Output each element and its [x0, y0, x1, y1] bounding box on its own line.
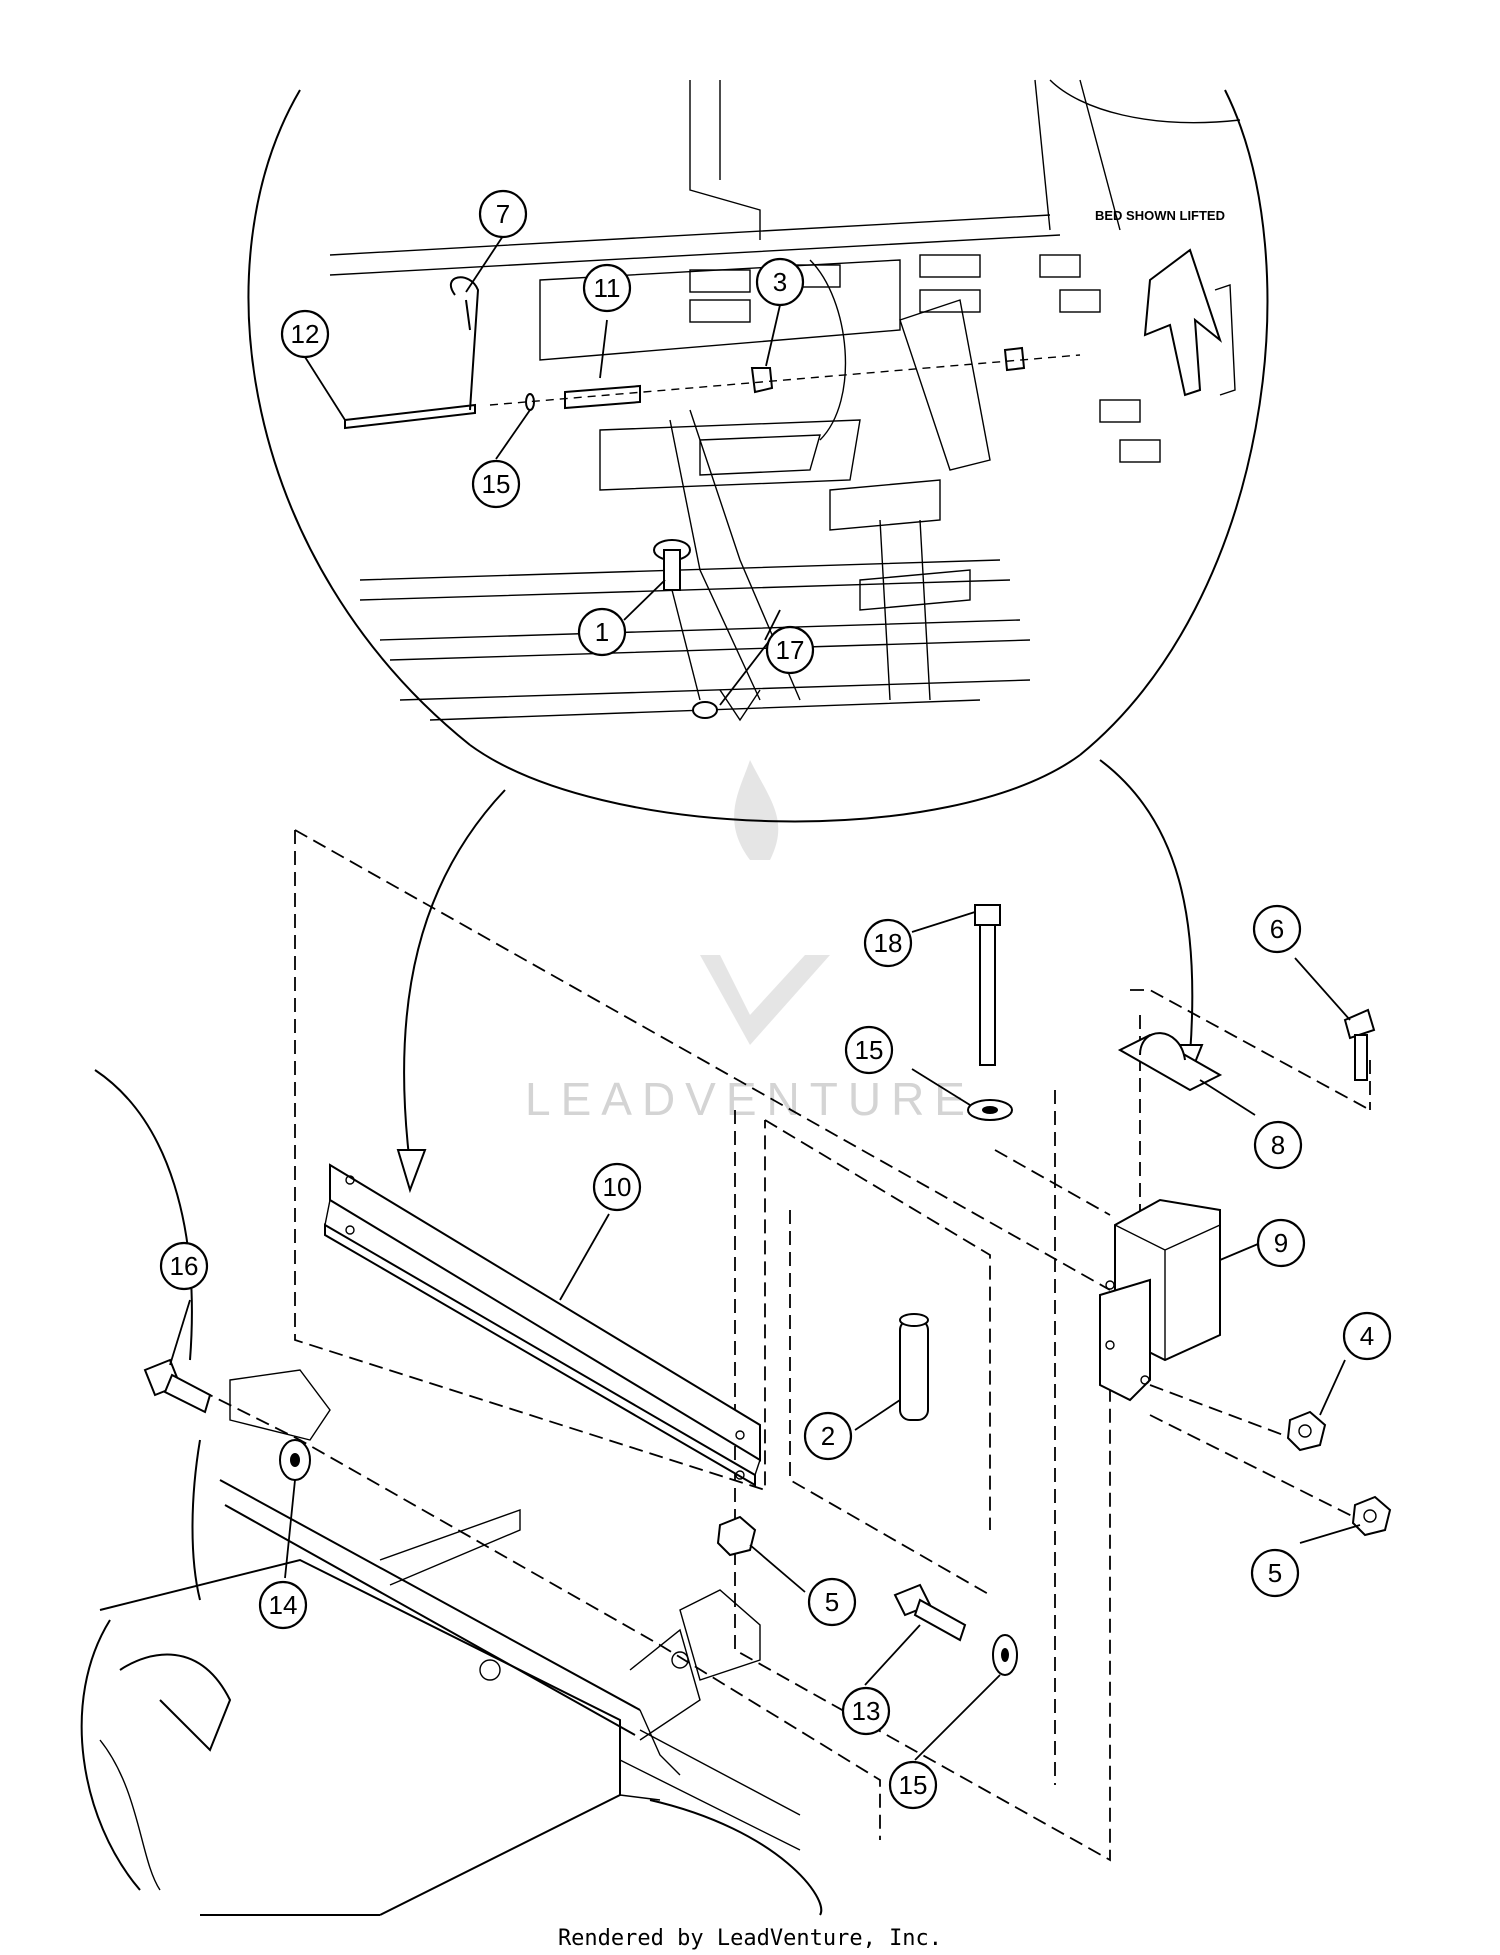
arrow-right-curve: [1099, 759, 1194, 1056]
svg-text:15: 15: [899, 1770, 928, 1800]
watermark-text: LEADVENTURE: [525, 1073, 975, 1125]
exploded-view: [80, 829, 1392, 1916]
svg-text:15: 15: [855, 1035, 884, 1065]
detail-circle-bottom-arc: [469, 744, 1081, 823]
svg-text:16: 16: [170, 1251, 199, 1281]
small-bolt-head: [1343, 1008, 1376, 1040]
callout-2: 2: [803, 1411, 853, 1461]
rod-part: [344, 403, 476, 430]
svg-text:18: 18: [874, 928, 903, 958]
channel-bracket-part: [329, 1163, 761, 1462]
bolt-16-shaft: [163, 1373, 212, 1414]
callout-7: 7: [478, 189, 528, 239]
callout-5-lower: 5: [807, 1577, 857, 1627]
svg-text:3: 3: [773, 267, 787, 297]
svg-text:12: 12: [291, 319, 320, 349]
svg-text:5: 5: [825, 1587, 839, 1617]
footer-credit: Rendered by LeadVenture, Inc.: [558, 1926, 942, 1951]
watermark-flame-icon: [734, 760, 779, 860]
svg-text:8: 8: [1271, 1130, 1285, 1160]
callout-6: 6: [1252, 904, 1302, 954]
watermark-v-icon: [700, 955, 830, 1045]
nut-4-part: [1286, 1410, 1327, 1452]
svg-text:17: 17: [776, 635, 805, 665]
callout-11: 11: [582, 263, 632, 313]
callout-13: 13: [841, 1686, 891, 1736]
arrow-left-head-icon: [396, 1149, 427, 1194]
nut-5-right-part: [1351, 1495, 1392, 1537]
callout-8: 8: [1253, 1120, 1303, 1170]
svg-text:5: 5: [1268, 1558, 1282, 1588]
svg-text:7: 7: [496, 199, 510, 229]
nut-part: [692, 701, 718, 719]
pin-part: [449, 276, 480, 411]
lift-arrow-icon: [1143, 248, 1223, 397]
callouts: 7 11 3 12 15 1 17 18 6 15 8 9 10 16 4 2 …: [159, 189, 1392, 1810]
callout-10: 10: [592, 1162, 642, 1212]
bushing-part-left: [750, 367, 774, 394]
callout-16: 16: [159, 1241, 209, 1291]
callout-5-right: 5: [1250, 1548, 1300, 1598]
sleeve-part: [564, 384, 641, 410]
arrow-left-curve: [403, 789, 506, 1166]
svg-text:6: 6: [1270, 914, 1284, 944]
long-bolt-shaft: [979, 924, 996, 1066]
callout-12: 12: [280, 309, 330, 359]
detail-circle-right-arc: [1079, 89, 1269, 756]
callout-15-upper: 15: [844, 1025, 894, 1075]
svg-text:4: 4: [1360, 1321, 1374, 1351]
svg-text:15: 15: [482, 469, 511, 499]
leader-lines: [169, 235, 1361, 1761]
svg-text:1: 1: [595, 617, 609, 647]
callout-18: 18: [863, 918, 913, 968]
svg-text:9: 9: [1274, 1228, 1288, 1258]
bed-lifted-note: BED SHOWN LIFTED: [1095, 208, 1225, 223]
channel-bracket-lower: [324, 1223, 756, 1487]
bolt-13-shaft: [913, 1598, 967, 1642]
callout-4: 4: [1342, 1311, 1392, 1361]
callout-15-lower: 15: [888, 1760, 938, 1810]
svg-text:2: 2: [821, 1421, 835, 1451]
knob-stem-part: [663, 549, 681, 591]
callout-17: 17: [765, 625, 815, 675]
detail-view: BED SHOWN LIFTED: [247, 79, 1269, 823]
callout-9: 9: [1256, 1218, 1306, 1268]
nut-5-lower-part: [716, 1515, 757, 1557]
long-bolt-head: [974, 904, 1001, 926]
svg-text:13: 13: [852, 1696, 881, 1726]
callout-1: 1: [577, 607, 627, 657]
callout-3: 3: [755, 257, 805, 307]
watermark: LEADVENTURE: [525, 760, 975, 1125]
detail-circle-left-arc: [247, 89, 471, 746]
svg-text:14: 14: [269, 1590, 298, 1620]
small-bolt-shaft: [1354, 1034, 1368, 1081]
spacer-part: [899, 1319, 929, 1421]
callout-14: 14: [258, 1580, 308, 1630]
svg-text:11: 11: [594, 273, 621, 303]
svg-text:10: 10: [603, 1172, 632, 1202]
bushing-part-right: [1003, 346, 1026, 372]
callout-15-detail: 15: [471, 459, 521, 509]
